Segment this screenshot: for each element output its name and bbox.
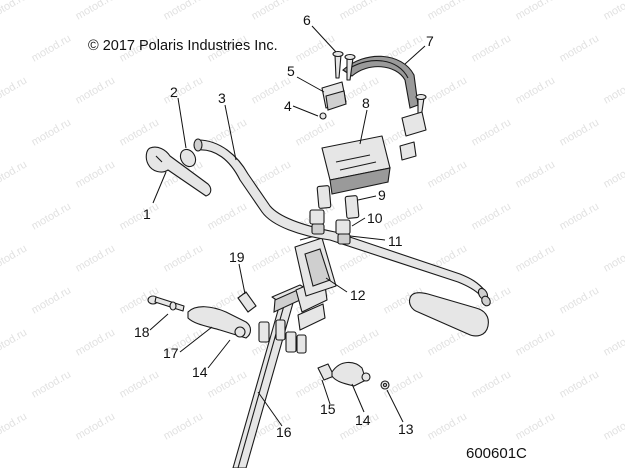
watermark-text: motod.ru <box>30 284 74 316</box>
watermark-text: motod.ru <box>74 158 118 190</box>
copyright-text: © 2017 Polaris Industries Inc. <box>88 38 278 54</box>
clamp-right <box>331 361 371 387</box>
callout-1: 1 <box>143 206 151 222</box>
callout-4: 4 <box>284 98 292 114</box>
handlebar-pad <box>321 135 391 195</box>
right-grip <box>408 292 491 337</box>
callout-5: 5 <box>287 63 295 79</box>
watermark-text: motod.ru <box>250 242 294 274</box>
nut <box>319 112 327 120</box>
bar-end-plug <box>179 148 197 168</box>
callout-19: 19 <box>229 249 245 265</box>
watermark-text: motod.ru <box>470 32 514 64</box>
callout-8: 8 <box>362 95 370 111</box>
watermark-text: motod.ru <box>162 0 206 23</box>
watermark-text: motod.ru <box>74 410 118 442</box>
watermark-text: motod.ru <box>294 32 338 64</box>
watermark-text: motod.ru <box>602 74 625 106</box>
callout-18: 18 <box>134 324 150 340</box>
watermark-text: motod.ru <box>558 284 602 316</box>
watermark-text: motod.ru <box>602 242 625 274</box>
callout-16: 16 <box>276 424 292 440</box>
callout-2: 2 <box>170 84 178 100</box>
watermark-text: motod.ru <box>338 0 382 23</box>
watermark-text: motod.ru <box>30 32 74 64</box>
callout-10: 10 <box>367 210 383 226</box>
leader-lines <box>149 25 426 427</box>
spacer <box>237 291 257 313</box>
watermark-text: motod.ru <box>470 200 514 232</box>
strap-clamps <box>321 81 427 161</box>
watermark-text: motod.ru <box>162 74 206 106</box>
watermark-text: motod.ru <box>602 326 625 358</box>
watermark-text: motod.ru <box>0 410 29 442</box>
watermark-text: motod.ru <box>74 0 118 23</box>
watermark-text: motod.ru <box>602 0 625 23</box>
bolt <box>147 295 185 312</box>
watermark-text: motod.ru <box>30 200 74 232</box>
watermark-text: motod.ru <box>0 0 29 23</box>
watermark-text: motod.ru <box>74 326 118 358</box>
callout-6: 6 <box>303 12 311 28</box>
callout-7: 7 <box>426 33 434 49</box>
watermark-text: motod.ru <box>514 326 558 358</box>
watermark-text: motod.ru <box>558 32 602 64</box>
left-grip <box>145 146 212 197</box>
callout-11: 11 <box>388 233 403 249</box>
watermark-text: motod.ru <box>514 74 558 106</box>
bushings <box>309 185 360 245</box>
watermark-text: motod.ru <box>514 158 558 190</box>
callout-9: 9 <box>378 187 386 203</box>
watermark-text: motod.ru <box>602 410 625 442</box>
watermark-text: motod.ru <box>470 368 514 400</box>
watermark-text: motod.ru <box>250 0 294 23</box>
watermark-text: motod.ru <box>514 410 558 442</box>
watermark-text: motod.ru <box>206 200 250 232</box>
callout-14-left: 14 <box>192 364 208 380</box>
callout-14-right: 14 <box>355 412 371 428</box>
watermark-text: motod.ru <box>0 158 29 190</box>
watermark-text: motod.ru <box>74 242 118 274</box>
watermark-text: motod.ru <box>426 158 470 190</box>
watermark-text: motod.ru <box>162 410 206 442</box>
callout-3: 3 <box>218 90 226 106</box>
watermark-text: motod.ru <box>30 116 74 148</box>
watermark-text: motod.ru <box>118 200 162 232</box>
watermark-text: motod.ru <box>426 0 470 23</box>
drawing-number: 600601C <box>466 445 527 462</box>
clamp-block <box>258 277 328 354</box>
mount-strap <box>342 55 419 109</box>
watermark-text: motod.ru <box>470 116 514 148</box>
callout-12: 12 <box>350 287 366 303</box>
watermark-text: motod.ru <box>514 0 558 23</box>
watermark-text: motod.ru <box>294 116 338 148</box>
watermark-text: motod.ru <box>30 368 74 400</box>
watermark-text: motod.ru <box>206 368 250 400</box>
watermark-text: motod.ru <box>0 326 29 358</box>
watermark-text: motod.ru <box>74 74 118 106</box>
watermark-text: motod.ru <box>162 242 206 274</box>
watermark-text: motod.ru <box>0 242 29 274</box>
watermark-text: motod.ru <box>558 368 602 400</box>
watermark-text: motod.ru <box>338 326 382 358</box>
watermark-text: motod.ru <box>558 116 602 148</box>
watermark-text: motod.ru <box>118 368 162 400</box>
washer <box>380 380 390 390</box>
watermark-text: motod.ru <box>0 74 29 106</box>
watermark-text: motod.ru <box>426 410 470 442</box>
callout-17: 17 <box>163 345 179 361</box>
lower-clamp <box>187 306 252 339</box>
callout-15: 15 <box>320 401 336 417</box>
watermark-text: motod.ru <box>602 158 625 190</box>
callout-13: 13 <box>398 421 414 437</box>
watermark-text: motod.ru <box>514 242 558 274</box>
watermark-text: motod.ru <box>558 200 602 232</box>
callout-labels: 1 2 3 4 5 6 7 8 9 10 11 12 13 14 14 15 1… <box>134 12 434 440</box>
watermark-text: motod.ru <box>426 74 470 106</box>
watermark-text: motod.ru <box>382 200 426 232</box>
handlebar-clamp <box>294 231 339 297</box>
watermark-text: motod.ru <box>118 116 162 148</box>
